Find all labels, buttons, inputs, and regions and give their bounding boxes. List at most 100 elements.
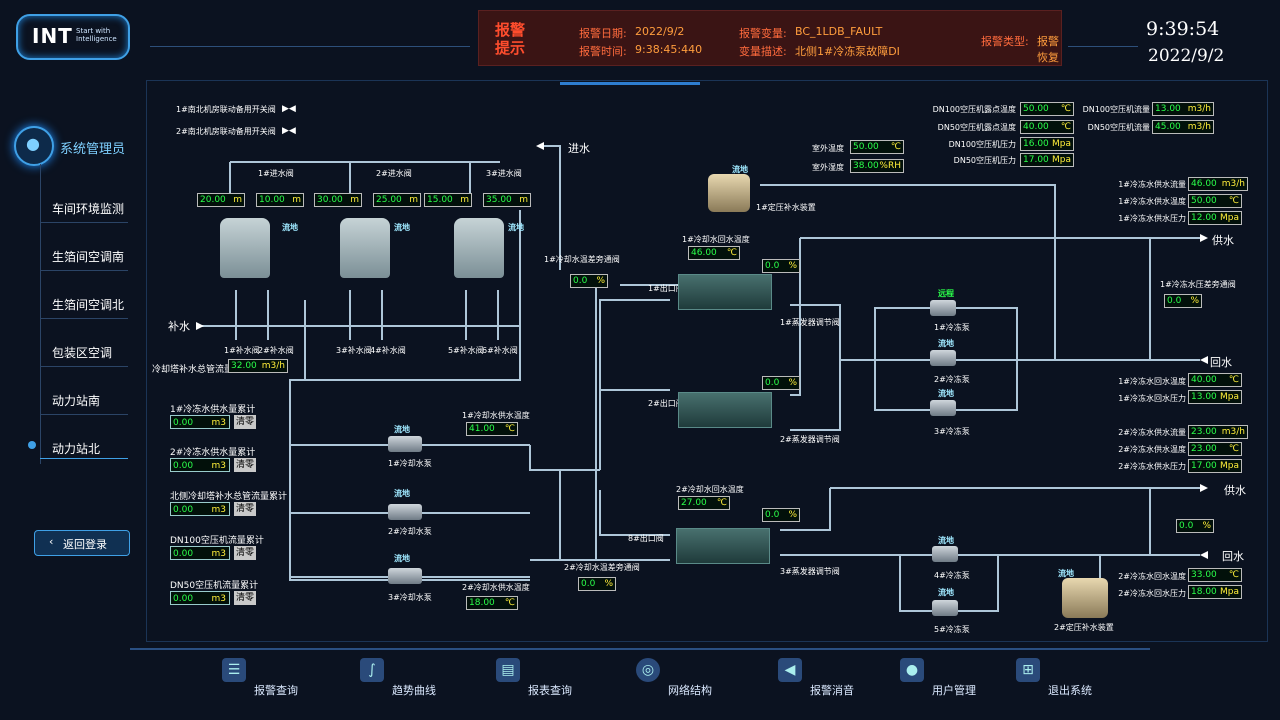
sidebar-divider [40, 318, 128, 319]
makeup-valve-5: 5#补水阀 [448, 346, 484, 355]
clock-date: 2022/9/2 [1148, 46, 1225, 66]
cw-return1-value: 46.00℃ [688, 246, 740, 260]
tower-inlet-valve-3: 3#进水阀 [486, 169, 522, 178]
cooling-pump-3-label: 3#冷却水泵 [388, 593, 432, 602]
makeup-valve-6: 6#补水阀 [482, 346, 518, 355]
alarm-type: 报警恢复 [1037, 35, 1059, 64]
cooling-tower-2[interactable] [340, 218, 390, 278]
chw-pump-2-flow-tag: 流地 [938, 339, 954, 348]
sidebar-divider [40, 366, 128, 367]
header-divider-left [150, 46, 470, 47]
chw2-rpress-label: 2#冷冻水回水压力 [1118, 589, 1186, 598]
chw-pump-4-label: 4#冷冻泵 [934, 571, 970, 580]
chw1-rpress-label: 1#冷冻水回水压力 [1118, 394, 1186, 403]
chiller-2-outlet-label: 2#出口阀 [648, 399, 684, 408]
counter-2-reset-button[interactable]: 清零 [234, 458, 256, 472]
alarm-desc: 北侧1#冷冻泵故障DI [795, 45, 900, 58]
valve-2-icon[interactable]: ▶◀ [282, 126, 296, 136]
logo-text: INT [32, 24, 73, 48]
sidebar-divider [40, 414, 128, 415]
logo-tag-2: Intelligence [76, 35, 117, 43]
chiller-3[interactable] [676, 528, 770, 564]
sidebar-item-workshop-env[interactable]: 车间环境监测 [52, 202, 125, 216]
user-icon: ● [26, 134, 40, 153]
counter-2-label: 2#冷冻水供水量累计 [170, 448, 256, 458]
chiller-2[interactable] [678, 392, 772, 428]
counter-5-reset-button[interactable]: 清零 [234, 591, 256, 605]
chw1-flow-label: 1#冷冻水供水流量 [1118, 180, 1186, 189]
const-pressure-device-1[interactable] [708, 174, 750, 212]
cw-supply2-label: 2#冷却水供水温度 [462, 583, 530, 592]
chw-pump-4[interactable] [932, 546, 958, 562]
chiller-1[interactable] [678, 274, 772, 310]
chw-pump-2-label: 2#冷冻泵 [934, 375, 970, 384]
back-login-button[interactable]: ‹ 返回登录 [34, 530, 130, 556]
chw1-bypass-label: 1#冷冻水压差旁通阀 [1160, 280, 1236, 289]
const-pressure-device-2[interactable] [1062, 578, 1108, 618]
air-dp100-value: 50.00℃ [1020, 102, 1074, 116]
sidebar-item-packaging-ac[interactable]: 包装区空调 [52, 346, 113, 360]
cooling-pump-3[interactable] [388, 568, 422, 584]
chw1-temp-value: 50.00℃ [1188, 194, 1242, 208]
counter-5-label: DN50空压机流量累计 [170, 581, 259, 591]
chw-pump-2[interactable] [930, 350, 956, 366]
alarm-query-icon: ☰ [222, 658, 246, 682]
sidebar-item-foil-ac-south[interactable]: 生箔间空调南 [52, 250, 125, 264]
counter-3-reset-button[interactable]: 清零 [234, 502, 256, 516]
cooling-tower-1[interactable] [220, 218, 270, 278]
cw-pump-3-flow-tag: 流地 [394, 554, 410, 563]
air-dp50-label: DN50空压机露点温度 [937, 123, 1016, 132]
sidebar-item-foil-ac-north[interactable]: 生箔间空调北 [52, 298, 125, 312]
network-icon: ◎ [636, 658, 660, 682]
chw-pump-5-label: 5#冷冻泵 [934, 625, 970, 634]
tower-inlet-valve-2: 2#进水阀 [376, 169, 412, 178]
cw-bypass-1-label: 1#冷却水温差旁通阀 [544, 255, 620, 264]
alarm-title-2: 提示 [495, 39, 526, 57]
inlet-label: 进水 [568, 142, 590, 155]
chevron-left-icon: ‹ [49, 535, 54, 548]
cooling-pump-2[interactable] [388, 504, 422, 520]
valve-1-label: 1#南北机房联动备用开关阀 [176, 105, 276, 114]
chw-pump-1[interactable] [930, 300, 956, 316]
exit-system-label: 退出系统 [1048, 684, 1092, 697]
valve-1-icon[interactable]: ▶◀ [282, 104, 296, 114]
chiller-2-valve-value: 0.0% [762, 376, 800, 390]
network-label: 网络结构 [668, 684, 712, 697]
clock-time: 9:39:54 [1146, 18, 1220, 40]
counter-1-reset-button[interactable]: 清零 [234, 415, 256, 429]
makeup-valve-1: 1#补水阀 [224, 346, 260, 355]
ambient-temp-label: 室外温度 [812, 144, 844, 153]
cooling-tower-3[interactable] [454, 218, 504, 278]
chiller-3-evap-label: 3#蒸发器调节阀 [780, 567, 840, 576]
cooling-pump-1[interactable] [388, 436, 422, 452]
sidebar-item-power-south[interactable]: 动力站南 [52, 394, 101, 408]
chw-pump-1-label: 1#冷冻泵 [934, 323, 970, 332]
chw1-return-label: 回水 [1210, 356, 1232, 369]
active-indicator-dot [28, 441, 36, 449]
alarm-query-label: 报警查询 [254, 684, 298, 697]
user-icon: ● [900, 658, 924, 682]
sidebar-divider [40, 270, 128, 271]
airflow-100-label: DN100空压机流量 [1082, 105, 1150, 114]
chw1-bypass-value: 0.0% [1164, 294, 1202, 308]
chw-pump-3-label: 3#冷冻泵 [934, 427, 970, 436]
chiller-1-outlet-label: 1#出口阀 [648, 284, 684, 293]
chiller-3-valve-value: 0.0% [762, 508, 800, 522]
cw-return1-label: 1#冷却水回水温度 [682, 235, 750, 244]
frame-accent [560, 82, 700, 85]
counter-4-reset-button[interactable]: 清零 [234, 546, 256, 560]
cooling-pump-2-label: 2#冷却水泵 [388, 527, 432, 536]
chiller-1-evap-label: 1#蒸发器调节阀 [780, 318, 840, 327]
chw-pump-5[interactable] [932, 600, 958, 616]
sidebar-item-power-north[interactable]: 动力站北 [52, 442, 101, 456]
chiller-3-outlet-label: 8#出口阀 [628, 534, 664, 543]
chw-pump-3[interactable] [930, 400, 956, 416]
user-avatar: ● [14, 126, 54, 166]
